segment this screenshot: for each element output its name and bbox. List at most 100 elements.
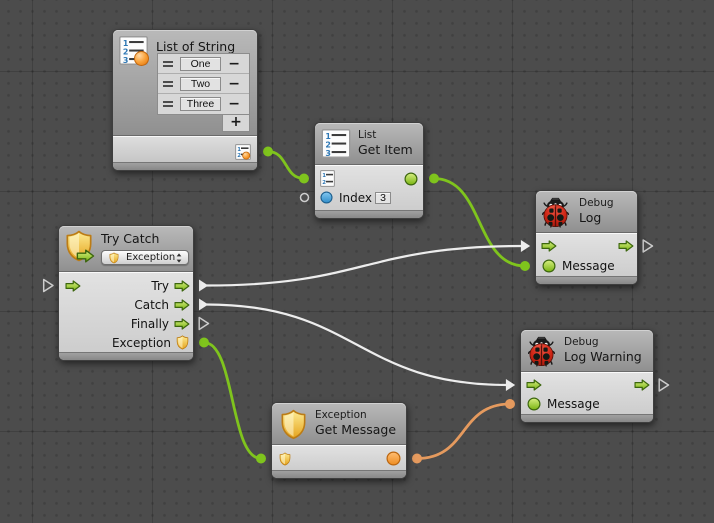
node-bottom-edge [113, 162, 257, 170]
node-ports-body: 1 2 Index [315, 165, 423, 210]
try-port-row[interactable]: Try [59, 276, 193, 295]
unconnected-control-marker [658, 378, 670, 392]
value-wire[interactable] [203, 341, 262, 460]
wire-destination-knob [520, 261, 530, 271]
node-header[interactable]: Debug Log [536, 191, 637, 233]
control-input-port[interactable] [541, 240, 557, 252]
control-output-port[interactable] [174, 299, 190, 311]
node-header[interactable]: Exception Get Message [272, 403, 406, 445]
value-output-port[interactable] [404, 172, 418, 186]
list-item-input[interactable] [180, 97, 221, 111]
get-message-port-row[interactable] [272, 449, 406, 468]
integer-port-icon[interactable] [320, 191, 333, 204]
node-header[interactable]: Debug Log Warning [521, 330, 653, 372]
svg-text:1: 1 [322, 173, 326, 179]
value-input-port[interactable] [542, 259, 556, 273]
node-header[interactable]: List of String − − [113, 30, 257, 136]
drag-handle-icon[interactable] [163, 80, 173, 87]
remove-item-button[interactable]: − [228, 96, 240, 112]
control-output-port[interactable] [174, 280, 190, 292]
try-catch-icon [66, 230, 95, 263]
node-try-catch[interactable]: Try Catch Exception Try Catch [58, 225, 194, 361]
port-label: Index [339, 190, 373, 205]
string-output-port[interactable] [386, 451, 401, 466]
control-output-port[interactable] [634, 379, 650, 391]
value-input-port[interactable] [527, 397, 541, 411]
node-bottom-edge [521, 414, 653, 422]
exception-port-row[interactable]: Exception [59, 333, 193, 352]
value-wire[interactable] [267, 150, 305, 180]
finally-port-row[interactable]: Finally [59, 314, 193, 333]
node-surtitle: Debug [579, 197, 614, 209]
list-item-row: − [158, 54, 249, 74]
node-bottom-edge [59, 352, 193, 360]
node-header[interactable]: List Get Item [315, 123, 423, 165]
node-title: Try Catch [101, 231, 160, 246]
control-wire[interactable] [206, 244, 523, 287]
unconnected-control-marker [198, 316, 210, 331]
wire-source-knob [412, 453, 422, 464]
node-get-message[interactable]: Exception Get Message [271, 402, 407, 479]
unconnected-value-marker [299, 192, 310, 203]
index-value-input[interactable] [375, 191, 391, 204]
log-warning-control-port-row[interactable] [521, 376, 653, 395]
wire-source-knob [199, 337, 209, 348]
get-item-index-port-row[interactable]: Index [315, 188, 423, 207]
wire-destination-knob [256, 453, 266, 464]
value-wire[interactable] [416, 402, 511, 460]
node-ports-body: Message [536, 233, 637, 276]
value-wire[interactable] [433, 177, 526, 268]
control-output-port[interactable] [174, 318, 190, 330]
port-label: Finally [130, 316, 169, 331]
log-message-port-row[interactable]: Message [536, 256, 637, 276]
control-output-port[interactable] [618, 240, 634, 252]
list-item-input[interactable] [180, 56, 221, 71]
node-debug-log[interactable]: Debug Log Message [535, 190, 638, 285]
wire-destination-knob [299, 173, 309, 184]
exception-shield-icon [280, 409, 307, 440]
exception-output-port[interactable] [176, 335, 189, 350]
node-header[interactable]: Try Catch Exception [59, 226, 193, 272]
list-port-icon: 1 2 [320, 170, 335, 187]
exception-input-port[interactable] [279, 452, 291, 466]
get-item-list-port-row[interactable]: 1 2 [315, 169, 423, 188]
control-wire[interactable] [206, 303, 508, 387]
node-title: Log [579, 210, 602, 225]
unconnected-control-marker [42, 278, 54, 293]
drag-handle-icon[interactable] [163, 101, 173, 107]
node-list-of-string[interactable]: List of String − − [112, 29, 258, 171]
node-bottom-edge [536, 276, 637, 284]
port-label: Catch [134, 297, 169, 312]
remove-item-button[interactable]: − [228, 75, 240, 92]
port-label: Exception [111, 335, 171, 350]
shield-mini-icon [109, 252, 119, 264]
svg-text:1: 1 [237, 146, 241, 152]
list-item-input[interactable] [180, 76, 221, 91]
unconnected-control-marker [642, 239, 654, 253]
control-input-port[interactable] [65, 280, 81, 292]
debug-ladybug-icon [542, 196, 569, 228]
list-item-row: − [158, 94, 249, 114]
node-ports-body: Message [521, 372, 653, 414]
control-input-port[interactable] [526, 379, 542, 391]
node-get-item[interactable]: List Get Item 1 2 Index [314, 122, 424, 219]
node-bottom-edge [315, 210, 423, 218]
wire-source-knob [429, 173, 439, 184]
node-surtitle: Exception [315, 409, 367, 421]
remove-item-button[interactable]: − [228, 55, 240, 72]
log-warning-message-port-row[interactable]: Message [521, 395, 653, 414]
port-label: Message [547, 397, 600, 411]
wire-destination-knob [505, 399, 515, 409]
log-control-port-row[interactable] [536, 236, 637, 256]
list-rows: − − − [157, 53, 250, 115]
exception-type-dropdown[interactable]: Exception [101, 250, 189, 265]
wire-destination-arrowhead [505, 379, 516, 391]
list-output-port-row[interactable]: 1 2 [113, 136, 257, 162]
node-debug-log-warning[interactable]: Debug Log Warning Message [520, 329, 654, 423]
list-icon [321, 129, 351, 158]
add-item-button[interactable]: + [222, 115, 250, 132]
drag-handle-icon[interactable] [163, 60, 173, 67]
catch-port-row[interactable]: Catch [59, 295, 193, 314]
